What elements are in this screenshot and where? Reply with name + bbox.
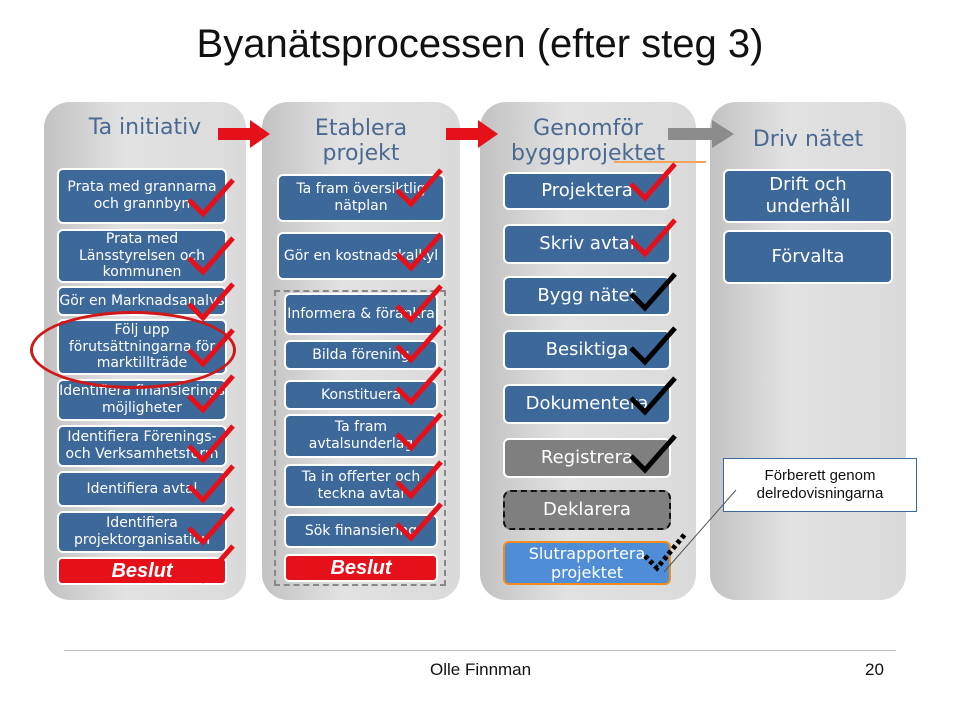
footer-page-number: 20 xyxy=(865,660,884,679)
checkmark-icon xyxy=(629,326,677,366)
checkmark-icon xyxy=(395,366,443,406)
task-kostnadskalkyl: Gör en kostnadskalkyl xyxy=(277,232,445,280)
phase-heading-etablera-projekt: Etablera projekt xyxy=(314,117,408,166)
checkmark-icon xyxy=(629,272,677,312)
phase-heading-genomfor: Genomför byggprojektet xyxy=(510,117,666,166)
checkmark-icon xyxy=(395,324,443,364)
task-prata-med-grannarna: Prata med grannarna och grannbyn xyxy=(57,168,227,224)
arrow-to-etablera-icon xyxy=(218,120,270,148)
task-besiktiga: Besiktiga xyxy=(503,330,671,370)
checkmark-icon xyxy=(395,168,443,208)
checkmark-icon xyxy=(187,544,235,584)
task-bilda-forening: Bilda förening xyxy=(284,340,438,370)
dotted-checkmark-icon xyxy=(643,532,687,572)
heading-underline xyxy=(614,161,706,163)
task-oversiktlig-natplan: Ta fram översiktlig nätplan xyxy=(277,174,445,222)
checkmark-icon xyxy=(629,218,677,258)
task-deklarera: Deklarera xyxy=(503,490,671,530)
task-slutrapportera: Slutrapportera projektet xyxy=(503,541,671,585)
arrow-to-driv-natet-icon xyxy=(668,120,734,148)
checkmark-icon xyxy=(187,506,235,546)
checkmark-icon xyxy=(629,162,677,202)
task-dokumentera: Dokumentera xyxy=(503,384,671,424)
checkmark-icon xyxy=(395,460,443,500)
footer-divider xyxy=(64,650,896,651)
phase-heading-ta-initiativ: Ta initiativ xyxy=(88,115,202,140)
note-delredovisning: Förberett genom delredovisningarna xyxy=(723,458,917,512)
task-offerter: Ta in offerter och teckna avtal xyxy=(284,464,438,508)
arrow-to-genomfor-icon xyxy=(446,120,498,148)
checkmark-icon xyxy=(395,412,443,452)
task-drift-och-underhall: Drift och underhåll xyxy=(723,169,893,223)
checkmark-icon xyxy=(395,232,443,272)
footer-author: Olle Finnman xyxy=(430,660,532,679)
checkmark-icon xyxy=(187,464,235,504)
task-avtalsunderlag: Ta fram avtalsunderlag xyxy=(284,414,438,458)
highlight-ellipse xyxy=(30,311,236,389)
connector-line xyxy=(663,489,737,573)
task-prata-med-lansstyrelsen: Prata med Länsstyrelsen och kommunen xyxy=(57,229,227,283)
checkmark-icon xyxy=(395,502,443,542)
task-forvalta: Förvalta xyxy=(723,230,893,284)
decision-beslut-1: Beslut xyxy=(57,557,227,585)
task-finansieringsmojligheter: Identifiera finansierings möjligheter xyxy=(57,379,227,421)
task-informera-forankra: Informera & förankra xyxy=(284,293,438,335)
task-projektorganisation: Identifiera projektorganisation xyxy=(57,511,227,553)
checkmark-icon xyxy=(187,236,235,276)
checkmark-icon xyxy=(187,374,235,414)
task-skriv-avtal: Skriv avtal xyxy=(503,224,671,264)
slide-title: Byanätsprocessen (efter steg 3) xyxy=(196,22,764,66)
task-konstituera: Konstituera xyxy=(284,380,438,410)
task-identifiera-avtal: Identifiera avtal xyxy=(57,471,227,507)
task-registrera: Registrera xyxy=(503,438,671,478)
task-sok-finansiering: Sök finansiering xyxy=(284,514,438,548)
phase-heading-driv-natet: Driv nätet xyxy=(752,127,864,152)
task-foreningsform: Identifiera Förenings- och Verksamhetsfo… xyxy=(57,425,227,467)
decision-beslut-2: Beslut xyxy=(284,554,438,582)
checkmark-icon xyxy=(629,434,677,474)
checkmark-icon xyxy=(187,424,235,464)
task-projektera: Projektera xyxy=(503,172,671,210)
checkmark-icon xyxy=(629,376,677,416)
checkmark-icon xyxy=(395,284,443,324)
dashed-group-border xyxy=(274,290,446,586)
checkmark-icon xyxy=(187,328,235,368)
checkmark-icon xyxy=(187,178,235,218)
checkmark-icon xyxy=(187,282,235,322)
